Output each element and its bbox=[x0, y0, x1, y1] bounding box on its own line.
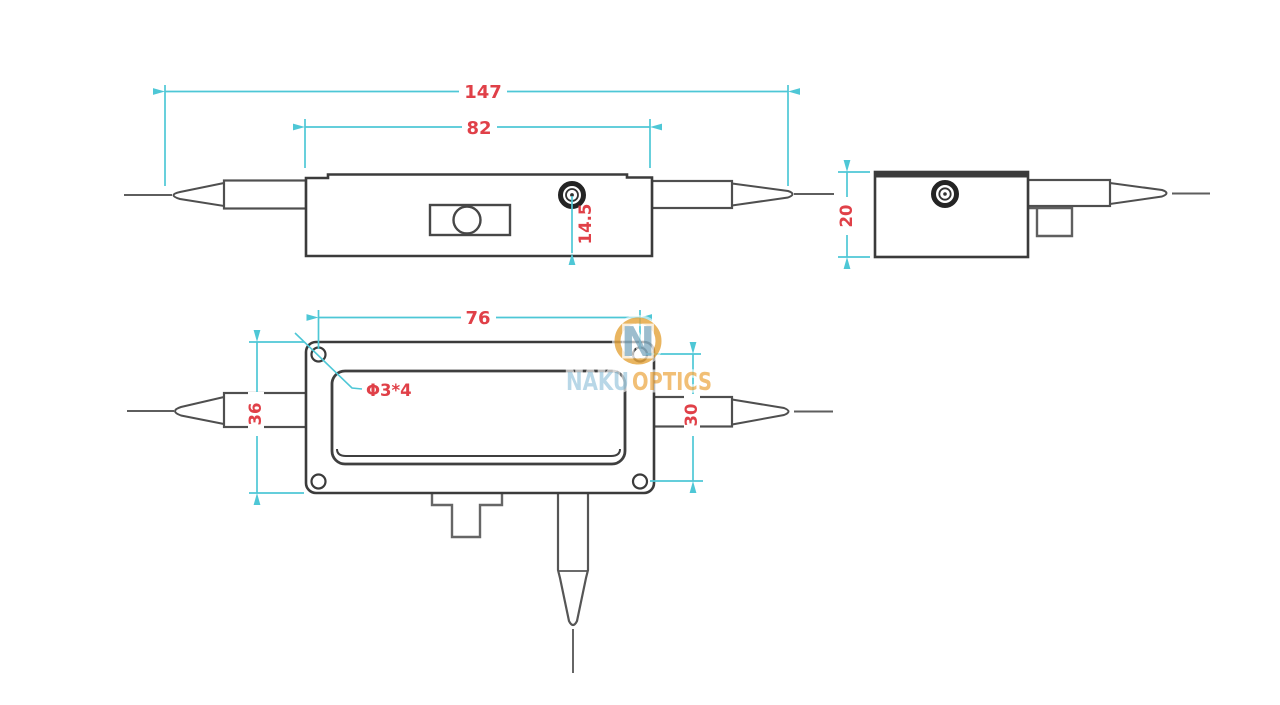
side-view: 147 82 14.5 bbox=[124, 81, 834, 265]
dim-value-30: 30 bbox=[682, 404, 701, 427]
label-slot bbox=[428, 203, 512, 237]
hole-callout: Φ3*4 bbox=[294, 332, 412, 400]
dim-value-147: 147 bbox=[464, 82, 502, 103]
dim-value-76: 76 bbox=[465, 308, 490, 329]
cover-plate bbox=[330, 369, 627, 466]
dim-text-mask bbox=[248, 392, 264, 436]
dim-value-36: 36 bbox=[246, 403, 265, 426]
side-view-left-pigtail bbox=[124, 179, 308, 210]
end-view-pigtail bbox=[1026, 178, 1210, 208]
dim-value-14-5: 14.5 bbox=[576, 204, 595, 245]
logo-brand-right: OPTICS bbox=[632, 367, 712, 396]
logo-monogram: N bbox=[621, 318, 655, 366]
fiber-boot bbox=[731, 398, 790, 426]
fiber-ferrule bbox=[650, 179, 734, 210]
fiber-ferrule bbox=[222, 179, 308, 210]
connector-stub bbox=[1028, 206, 1074, 238]
dimension-overall-length: 147 bbox=[153, 81, 800, 186]
top-view-right-pigtail bbox=[652, 395, 833, 428]
fiber-ferrule bbox=[222, 391, 308, 429]
dim-value-82: 82 bbox=[466, 118, 491, 139]
top-view-down-pigtail bbox=[556, 492, 590, 673]
dim-text-mask bbox=[459, 81, 507, 101]
dim-text-mask bbox=[461, 307, 496, 327]
dimension-body-width: 36 bbox=[246, 330, 304, 505]
lid-edge bbox=[875, 172, 1028, 178]
dim-text-mask bbox=[839, 197, 855, 235]
fiber-boot bbox=[172, 181, 225, 208]
dimension-hole-pitch-length: 76 bbox=[306, 307, 652, 349]
dimension-body-length: 82 bbox=[293, 117, 662, 168]
fiber-boot bbox=[731, 182, 794, 207]
dimension-height: 20 bbox=[837, 160, 870, 269]
logo-brand-left: NAKU bbox=[566, 367, 629, 396]
fiber-boot bbox=[174, 395, 225, 426]
fiber-ferrule bbox=[1026, 178, 1112, 208]
dim-value-20: 20 bbox=[837, 205, 856, 228]
top-view: 76 36 30 Φ3*4 bbox=[127, 307, 833, 673]
screw-head-icon bbox=[931, 180, 959, 208]
end-view: 20 bbox=[837, 160, 1210, 269]
mounting-hole bbox=[310, 473, 327, 490]
fiber-boot bbox=[556, 492, 590, 627]
side-view-right-pigtail bbox=[650, 179, 834, 210]
connector-stub bbox=[430, 492, 504, 539]
slot-circle bbox=[452, 205, 482, 235]
mounting-hole bbox=[631, 473, 649, 490]
fiber-boot bbox=[1109, 181, 1168, 206]
leader-line bbox=[294, 332, 363, 390]
dimension-screw-offset: 14.5 bbox=[568, 196, 595, 265]
cover-plate-step bbox=[336, 448, 621, 457]
watermark-logo: N NAKU OPTICS bbox=[564, 315, 715, 399]
dim-text-mask bbox=[684, 394, 700, 436]
hole-callout-text: Φ3*4 bbox=[366, 381, 412, 400]
dimension-hole-pitch-width: 30 bbox=[646, 342, 703, 493]
dim-text-mask bbox=[462, 117, 497, 137]
logo-ring-icon bbox=[614, 317, 662, 365]
top-view-left-pigtail bbox=[127, 391, 308, 429]
